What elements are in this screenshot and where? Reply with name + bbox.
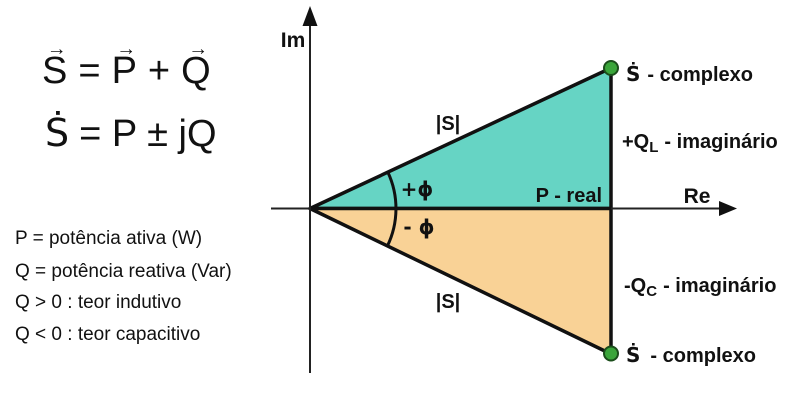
definition-active-power: P = potência ativa (W): [15, 228, 203, 249]
vector-s: →S: [42, 39, 68, 92]
definition-reactive-power: Q = potência reativa (Var): [15, 261, 232, 282]
s-dotted-letter: Ṡ: [45, 111, 70, 155]
complex-point-bottom: [603, 345, 619, 362]
phase-angle-arc: [385, 171, 398, 247]
q-inductive-label: +QL - imaginário: [622, 131, 778, 156]
vector-q-letter: Q: [181, 50, 211, 92]
q-capacitive-post: - imaginário: [663, 275, 776, 297]
equation-complex-rest: = P ± jQ: [79, 113, 217, 155]
s-complex-top-label: Ṡ - complexo: [626, 62, 753, 86]
re-axis-arrowhead-icon: [719, 201, 737, 216]
im-axis-label: Im: [281, 29, 306, 52]
q-capacitive-label: -QC - imaginário: [624, 275, 776, 300]
definition-capacitive: Q < 0 : teor capacitivo: [15, 324, 201, 345]
equation-vector-sum: →S=→P+→Q: [40, 39, 213, 92]
plus-sign: +: [147, 50, 171, 92]
vector-arrow-icon: →: [188, 38, 209, 61]
vector-q: →Q: [181, 39, 211, 92]
equation-complex-form: Ṡ= P ± jQ: [45, 114, 217, 153]
capacitive-triangle: [308, 206, 613, 356]
complex-point-top: [603, 60, 619, 76]
s-magnitude-bottom-label: |S|: [436, 291, 461, 313]
s-magnitude-top-label: |S|: [436, 113, 461, 135]
s-dotted-letter: Ṡ: [626, 343, 640, 367]
vector-p: →P: [111, 39, 137, 92]
vector-s-letter: S: [42, 50, 68, 92]
q-inductive-pre: +Q: [622, 131, 649, 153]
q-inductive-post: - imaginário: [664, 131, 777, 153]
equals-sign: =: [78, 50, 101, 92]
phase-angle-negative-label: - ϕ: [403, 215, 434, 239]
vector-p-letter: P: [111, 50, 137, 92]
definition-inductive: Q > 0 : teor indutivo: [15, 292, 182, 313]
s-complex-bottom-label: Ṡ - complexo: [626, 343, 756, 367]
vector-arrow-icon: →: [116, 38, 137, 61]
p-real-label: P - real: [536, 185, 602, 207]
q-capacitive-subscript: C: [646, 283, 657, 300]
s-dotted-letter: Ṡ: [626, 62, 640, 86]
phase-angle-positive-label: +ϕ: [401, 177, 434, 201]
q-inductive-subscript: L: [649, 139, 658, 156]
im-axis-arrowhead-icon: [302, 6, 318, 26]
s-complex-top-text: - complexo: [647, 64, 753, 86]
s-complex-bottom-text: - complexo: [650, 345, 756, 367]
vector-arrow-icon: →: [46, 38, 67, 61]
q-capacitive-pre: -Q: [624, 275, 646, 297]
re-axis-label: Re: [684, 185, 711, 208]
